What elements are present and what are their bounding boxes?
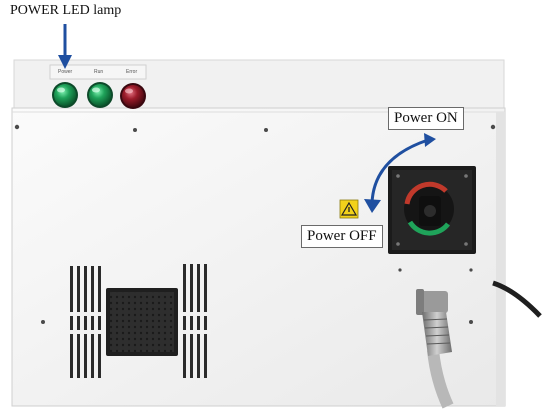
cooling-fan	[106, 288, 178, 356]
power-led-lamp-label: POWER LED lamp	[10, 3, 122, 18]
curved-double-arrow-icon	[364, 133, 436, 213]
power-on-label: Power ON	[388, 107, 464, 130]
left-vent	[70, 266, 104, 378]
cable-connector	[416, 280, 542, 409]
lamp-caption-strip	[49, 64, 147, 80]
warning-triangle-icon	[339, 199, 359, 219]
front-panel	[11, 107, 506, 407]
run-lamp	[87, 82, 113, 108]
power-off-label: Power OFF	[301, 225, 383, 248]
arrow-down-icon	[58, 24, 72, 69]
right-vent	[183, 264, 211, 378]
power-lamp	[52, 82, 78, 108]
run-lamp-caption: Run	[94, 69, 104, 75]
error-lamp-caption: Error	[126, 69, 138, 75]
power-lamp-caption: Power	[58, 69, 73, 75]
error-lamp	[120, 83, 146, 109]
main-power-switch	[388, 166, 476, 254]
